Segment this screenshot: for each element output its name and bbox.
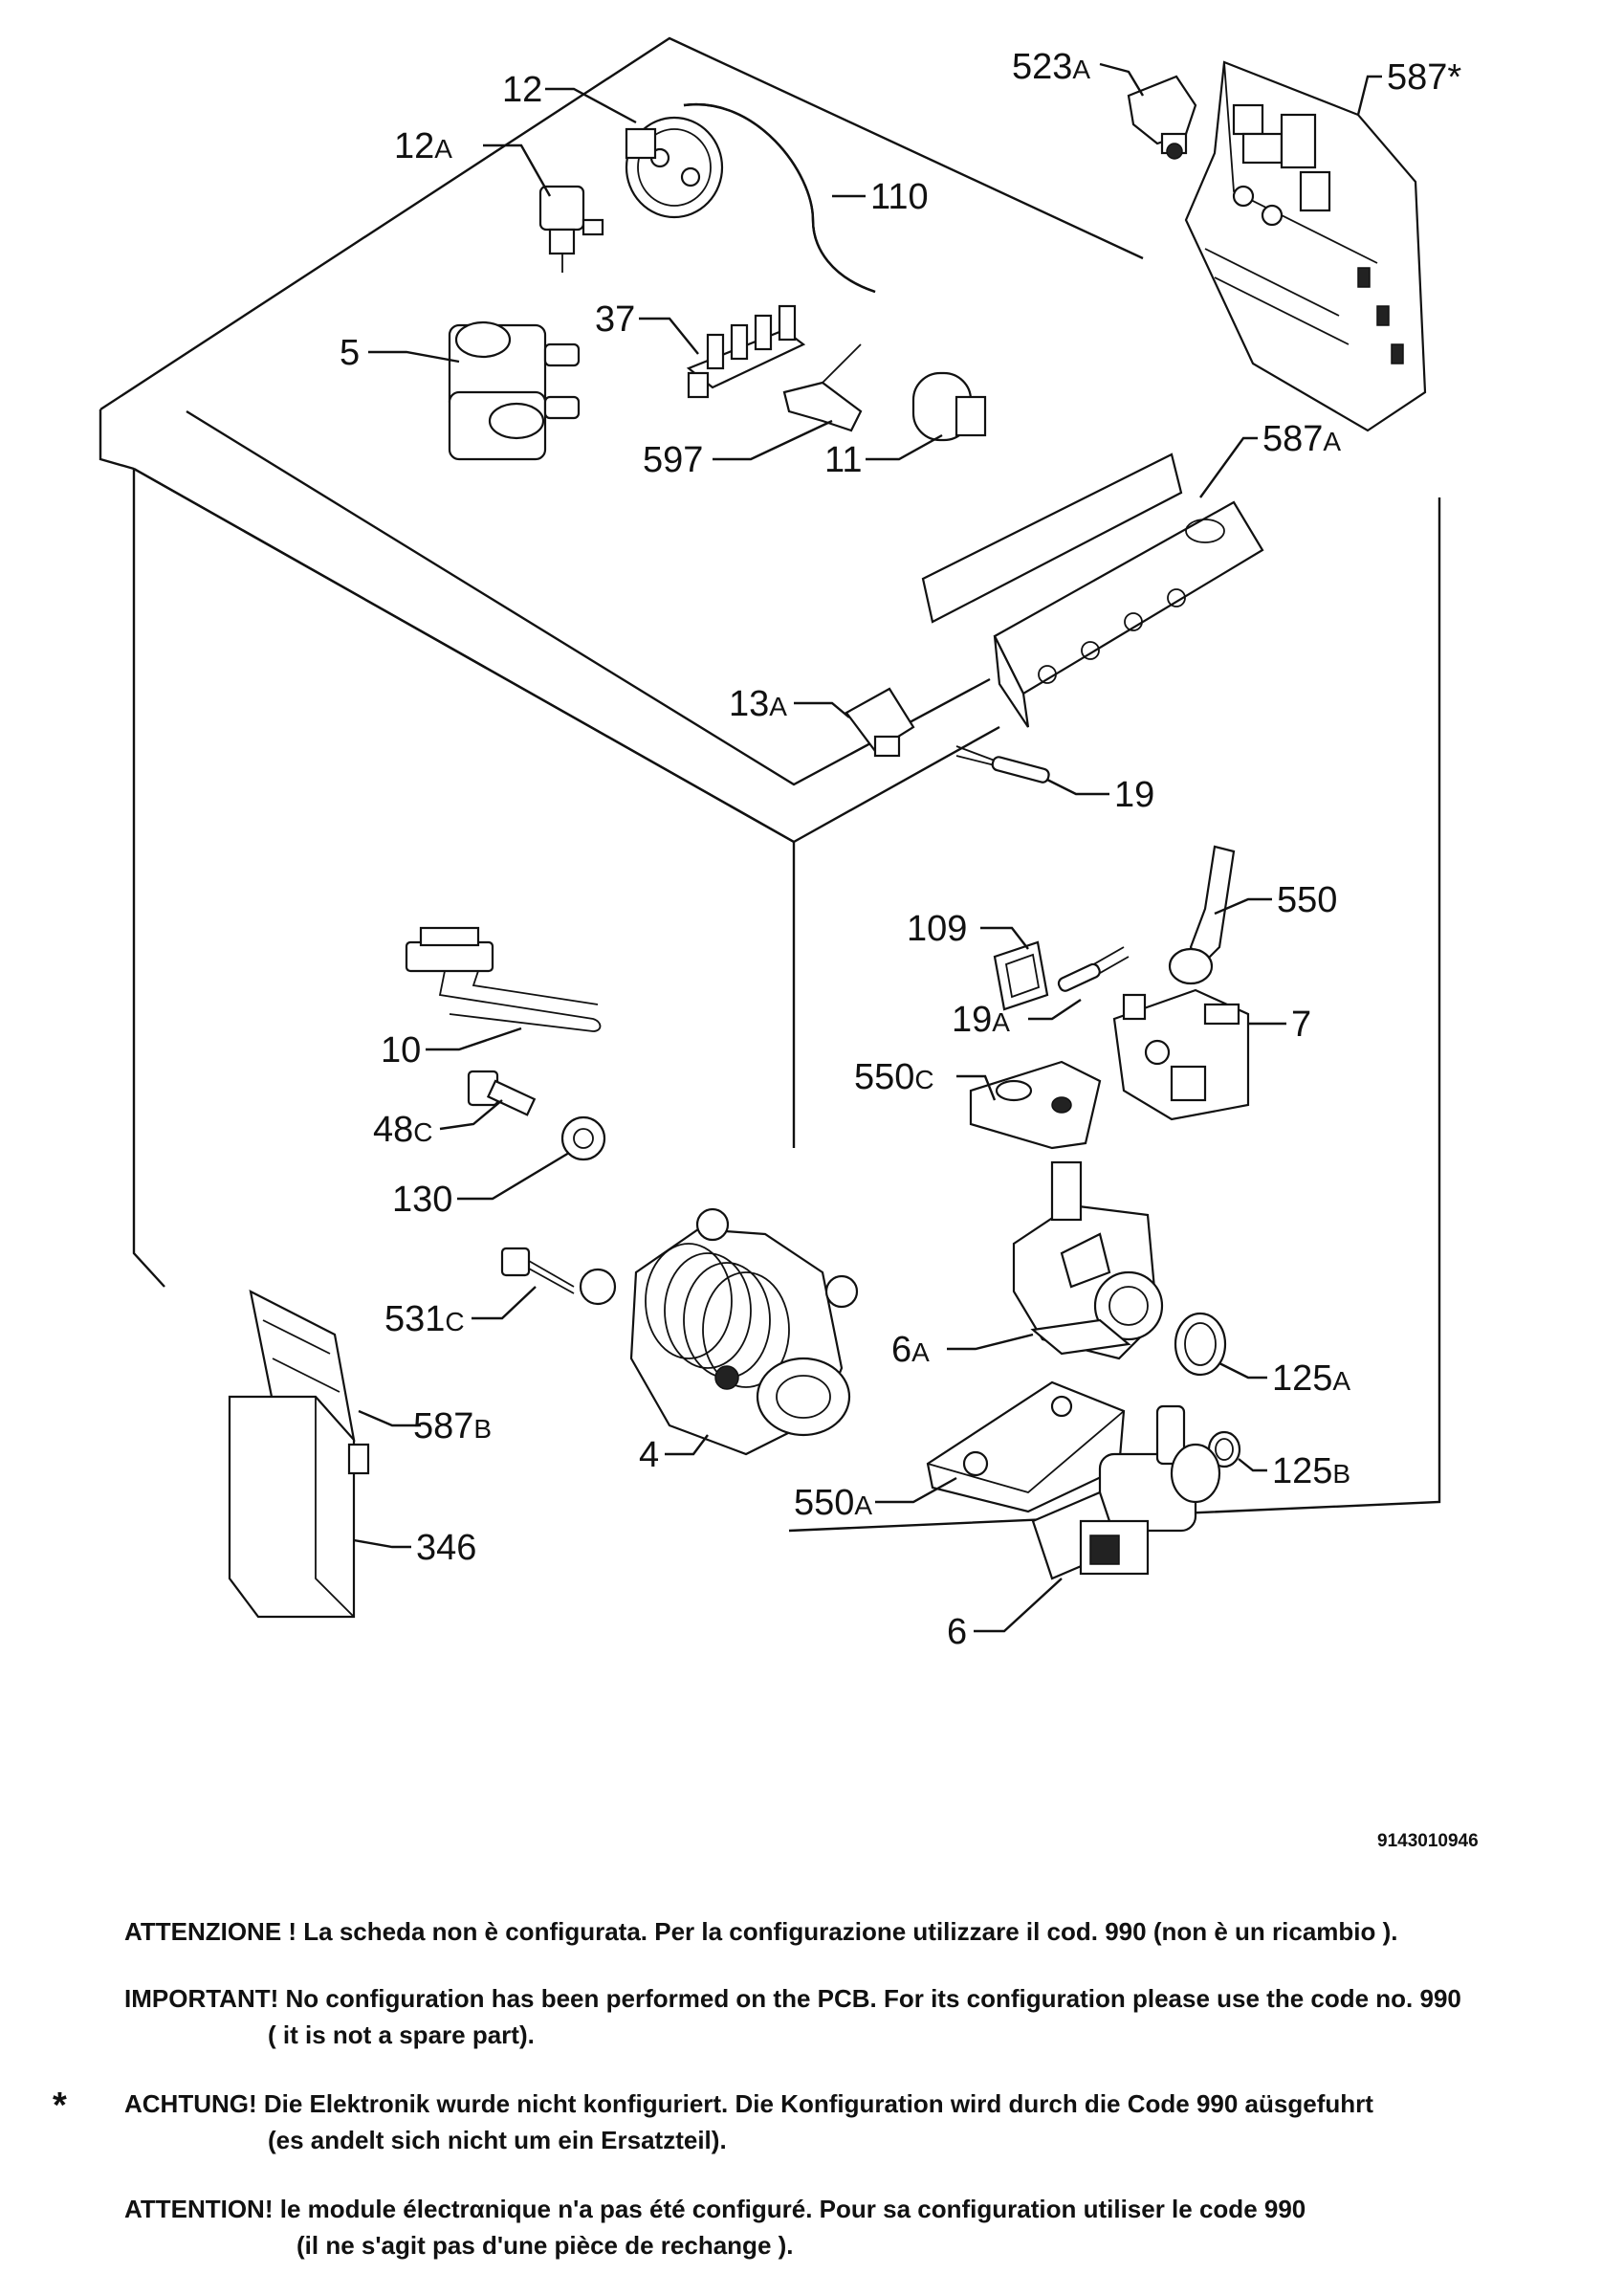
- part-12-pressure-switch: [625, 116, 724, 219]
- part-587a-control-board: [921, 453, 1264, 728]
- part-5-inlet-valve: [448, 320, 581, 461]
- part-587-star-electronic-module: [1184, 60, 1427, 432]
- leader-lines: [353, 62, 1382, 1633]
- label-10: 10: [381, 1030, 421, 1071]
- label-6a: 6A: [891, 1330, 930, 1370]
- note-english: IMPORTANT! No configuration has been per…: [124, 1980, 1597, 2053]
- label-550c: 550C: [854, 1057, 934, 1097]
- label-37: 37: [595, 299, 635, 340]
- label-125b: 125B: [1272, 1451, 1350, 1491]
- note-french: ATTENTION! le module électrαnique n'a pa…: [124, 2191, 1597, 2263]
- part-37-terminal-block: [686, 304, 806, 399]
- label-6: 6: [947, 1612, 967, 1652]
- part-19a-sensor: [1057, 946, 1130, 992]
- note-italian: ATTENZIONE ! La scheda non è configurata…: [124, 1913, 1597, 1950]
- part-6-drain-pump: [1031, 1404, 1221, 1580]
- label-597: 597: [643, 440, 703, 480]
- note-italian-text: ATTENZIONE ! La scheda non è configurata…: [124, 1917, 1398, 1946]
- note-english-line2: ( it is not a spare part).: [268, 2020, 535, 2049]
- label-587-star: 587*: [1387, 57, 1461, 98]
- label-523a: 523A: [1012, 47, 1090, 87]
- label-11: 11: [824, 440, 862, 480]
- label-12a: 12A: [394, 126, 452, 166]
- cabinet-outline: [99, 36, 1441, 1533]
- label-4: 4: [639, 1435, 659, 1475]
- part-19-sensor: [955, 745, 1050, 784]
- document-number: 9143010946: [1377, 1831, 1479, 1851]
- asterisk-marker: *: [53, 2086, 67, 2126]
- note-english-line1: IMPORTANT! No configuration has been per…: [124, 1984, 1461, 2013]
- part-48c-bolt: [467, 1070, 537, 1116]
- label-13a: 13A: [729, 684, 787, 724]
- note-german-line1: ACHTUNG! Die Elektronik wurde nicht konf…: [124, 2089, 1373, 2118]
- label-19: 19: [1114, 775, 1154, 815]
- label-130: 130: [392, 1180, 452, 1220]
- label-550: 550: [1277, 880, 1337, 920]
- part-597-bracket: [782, 381, 863, 432]
- part-531c-screw: [500, 1247, 575, 1294]
- label-587a: 587A: [1262, 419, 1341, 459]
- part-125a-ring: [1174, 1312, 1227, 1377]
- exploded-parts-diagram: 12 12A 110 5 37 597 11 523A 587* 587A 13…: [99, 36, 1479, 1851]
- label-346: 346: [416, 1528, 476, 1568]
- note-german: ACHTUNG! Die Elektronik wurde nicht konf…: [124, 2086, 1597, 2158]
- part-587b-346-dispenser: [228, 1289, 370, 1619]
- label-7: 7: [1291, 1004, 1311, 1045]
- label-19a: 19A: [952, 1000, 1010, 1040]
- label-125a: 125A: [1272, 1358, 1350, 1399]
- part-13a-connector: [845, 687, 915, 758]
- label-109: 109: [907, 909, 967, 949]
- part-109-cap: [993, 940, 1049, 1011]
- note-french-line2: (il ne s'agit pas d'une pièce de rechang…: [296, 2231, 794, 2260]
- label-587b: 587B: [413, 1406, 492, 1446]
- part-523a-knob: [1127, 75, 1197, 160]
- note-german-line2: (es andelt sich nicht um ein Ersatzteil)…: [268, 2126, 727, 2154]
- part-130-bushing: [560, 1115, 606, 1161]
- part-6a-pump-housing: [1012, 1160, 1164, 1360]
- part-550a-cover: [926, 1380, 1126, 1513]
- part-10-heater: [405, 926, 602, 1032]
- label-48c: 48C: [373, 1110, 433, 1150]
- configuration-notes: ATTENZIONE ! La scheda non è configurata…: [0, 1894, 1624, 2296]
- part-4-motor: [579, 1207, 859, 1456]
- label-531c: 531C: [384, 1299, 465, 1339]
- part-11-capacitor: [911, 371, 987, 442]
- label-12: 12: [502, 70, 542, 110]
- part-7-door-lock: [1112, 988, 1250, 1121]
- note-french-line1: ATTENTION! le module électrαnique n'a pa…: [124, 2195, 1306, 2223]
- part-550c-cover: [969, 1060, 1102, 1150]
- label-5: 5: [340, 333, 360, 373]
- label-550a: 550A: [794, 1483, 872, 1523]
- part-labels: 12 12A 110 5 37 597 11 523A 587* 587A 13…: [340, 47, 1461, 1652]
- part-550-lever: [1168, 845, 1236, 985]
- part-12a-switch: [538, 185, 604, 273]
- label-110: 110: [870, 177, 929, 217]
